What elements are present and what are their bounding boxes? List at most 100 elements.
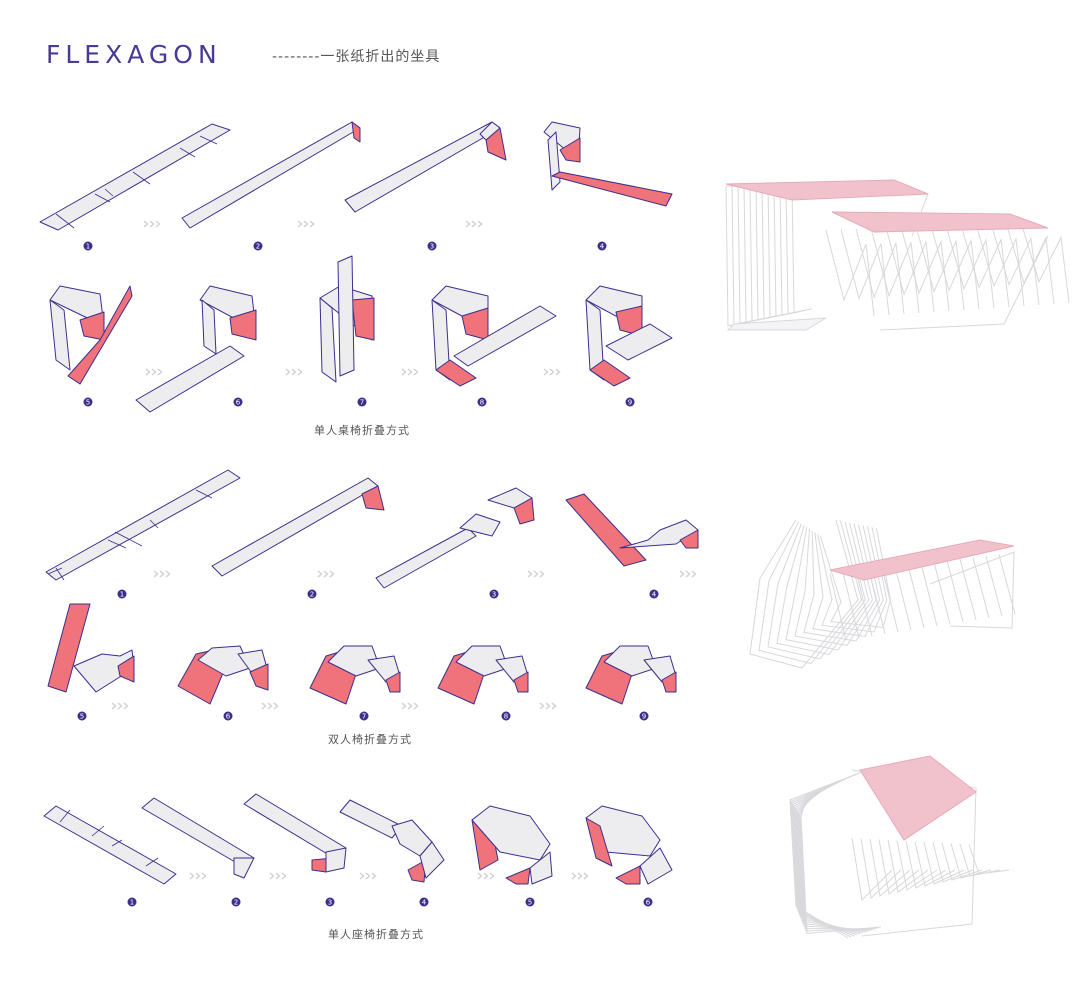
step-number: 1	[120, 590, 124, 598]
wire-base	[726, 317, 827, 331]
fold-line	[114, 531, 143, 547]
wire-frame	[803, 525, 881, 642]
wire-frame	[878, 839, 920, 895]
s1-badge-4: 4	[597, 241, 607, 251]
s1-step-4	[543, 121, 673, 207]
step-number: 9	[628, 398, 632, 406]
chevron-right-icon	[407, 368, 413, 376]
s2-arrow-7	[401, 702, 419, 710]
step-number: 8	[504, 712, 508, 720]
wire-frame	[767, 521, 866, 660]
paper-face	[201, 299, 217, 355]
chevron-right-icon	[365, 872, 371, 880]
wire-frame	[941, 842, 983, 881]
wire-frame	[959, 558, 977, 621]
s2-badge-4: 4	[649, 589, 659, 599]
step-badge-circle	[427, 241, 437, 251]
s1-badge-5: 5	[83, 397, 93, 407]
chevron-right-icon	[413, 368, 419, 376]
folded-flap	[407, 859, 427, 883]
step-number: 6	[646, 898, 651, 906]
paper-face	[419, 841, 445, 879]
chevron-right-icon	[155, 220, 161, 228]
paper-strip	[141, 797, 255, 867]
wire-frame	[773, 185, 795, 318]
wire-frame	[868, 569, 886, 635]
s1-step-5	[49, 285, 133, 385]
fold-line	[94, 193, 111, 203]
step-number: 5	[528, 898, 532, 906]
s3-step-6	[585, 805, 673, 885]
s3-arrow-1	[189, 872, 207, 880]
fold-line	[132, 171, 151, 185]
s1-badge-1: 1	[83, 241, 93, 251]
s1-badge-3: 3	[427, 241, 437, 251]
chevron-right-icon	[309, 220, 315, 228]
step-number: 3	[430, 242, 434, 250]
section-2-caption: 双人椅折叠方式	[328, 733, 412, 746]
chevron-right-icon	[489, 872, 495, 880]
s3-arrow-2	[269, 872, 287, 880]
step-number: 2	[234, 898, 238, 906]
wire-frame	[812, 526, 884, 638]
fold-line	[59, 809, 71, 823]
chevron-right-icon	[123, 702, 129, 710]
wire-frame	[840, 229, 890, 316]
step-number: 5	[80, 712, 84, 720]
step-badge-circle	[127, 897, 137, 907]
chevron-right-icon	[413, 702, 419, 710]
fold-line	[179, 147, 196, 158]
wire-frame	[879, 235, 1049, 331]
s1-step-7	[319, 255, 375, 383]
wire-frame	[767, 185, 789, 319]
step-badge-circle	[359, 711, 369, 721]
s1-step-8	[431, 285, 557, 387]
step-badge-circle	[325, 897, 335, 907]
fold-line	[199, 135, 218, 145]
folded-flap	[117, 655, 135, 683]
paper-face	[585, 299, 605, 381]
s2-arrow-8	[539, 702, 557, 710]
step-badge-circle	[501, 711, 511, 721]
wire-frame	[797, 787, 873, 931]
step-number: 3	[328, 898, 332, 906]
fold-line	[111, 839, 123, 847]
wire-frame	[945, 225, 995, 309]
paper-strip	[375, 527, 477, 589]
fold-line	[47, 567, 63, 575]
chevron-right-icon	[543, 368, 549, 376]
chevron-right-icon	[551, 702, 557, 710]
s1-badge-9: 9	[625, 397, 635, 407]
fold-line	[149, 519, 159, 529]
paper-strip	[339, 799, 403, 839]
wire-frame	[825, 229, 875, 317]
s3-arrow-3	[359, 872, 377, 880]
paper-strip	[135, 345, 245, 413]
folded-flap	[361, 485, 385, 511]
chevron-right-icon	[201, 872, 207, 880]
step-badge-circle	[83, 397, 93, 407]
fold-line	[145, 857, 159, 867]
chevron-right-icon	[577, 872, 583, 880]
chevron-right-icon	[117, 702, 123, 710]
pink-tabletop	[859, 755, 977, 841]
chevron-right-icon	[157, 368, 163, 376]
chevron-right-icon	[275, 872, 281, 880]
paper-face	[639, 847, 673, 885]
wire-frame	[932, 842, 974, 883]
folded-flap	[249, 663, 269, 691]
step-badge-circle	[231, 897, 241, 907]
step-number: 8	[480, 398, 484, 406]
paper-face	[431, 299, 451, 381]
wire-frame	[870, 228, 920, 314]
wire-frame	[972, 557, 990, 619]
wire-frame	[914, 841, 956, 887]
paper-face	[619, 519, 699, 549]
chevron-right-icon	[359, 872, 365, 880]
wire-frame	[905, 840, 947, 889]
s2-arrow-6	[261, 702, 279, 710]
paper-strip	[453, 305, 557, 367]
wire-frame	[776, 522, 870, 656]
wire-frame	[1020, 222, 1070, 304]
s1-arrow-6	[401, 368, 419, 376]
